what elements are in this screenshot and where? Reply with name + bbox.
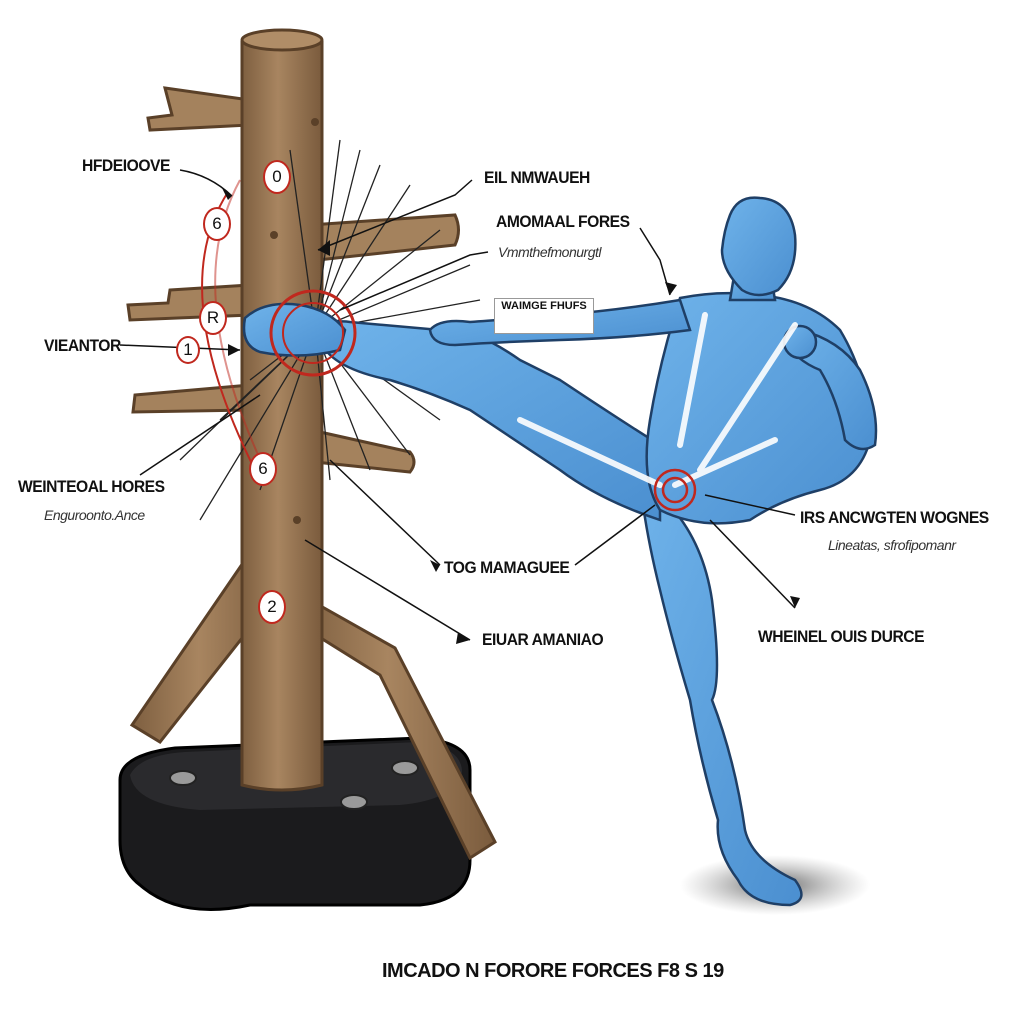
label-tog-mamaguee: TOG MAMAGUEE	[444, 558, 570, 577]
label-waimge-fhufs: WAIMGE FHUFS	[501, 300, 587, 312]
label-eiuar-amaniao: EIUAR AMANIAO	[482, 630, 604, 649]
diagram-caption: IMCADO N FORORE FORCES F8 S 19	[382, 960, 724, 982]
arrow-heads	[222, 188, 800, 644]
force-marker-2: 2	[258, 590, 286, 624]
force-marker-1: 1	[176, 336, 200, 364]
label-irs-ancwgten-wognes: IRS ANCWGTEN WOGNES	[800, 508, 989, 527]
label-viantor: VIEANTOR	[44, 336, 121, 355]
hip-target	[653, 468, 697, 512]
label-weinelouis-durce: WHEINEL OUIS DURCE	[758, 627, 925, 646]
force-marker-6: 6	[203, 207, 231, 241]
label-eil-nmwaueh: EIL NMWAUEH	[484, 168, 590, 187]
dummy-trunk	[240, 28, 324, 792]
impact-target	[269, 289, 357, 377]
force-marker-6b: 6	[249, 452, 277, 486]
label-amomaal-fores: AMOMAAL FORES	[496, 212, 630, 231]
label-weinteoal-sub: Enguroonto.Ance	[44, 507, 145, 523]
leader-lines	[119, 169, 796, 641]
label-hfdeiciove: HFDEIOOVE	[82, 156, 170, 175]
force-vectors-body	[517, 312, 798, 488]
label-weinteoal-hores: WEINTEOAL HORES	[18, 477, 165, 496]
force-marker-0: 0	[263, 160, 291, 194]
label-waimge-fhufs-box: WAIMGE FHUFS	[494, 298, 594, 334]
label-irs-sub: Lineatas, sfrofipomanr	[828, 537, 956, 553]
label-amomaal-sub: Vmmthefmonurgtl	[498, 244, 601, 260]
force-marker-r: R	[199, 301, 227, 335]
